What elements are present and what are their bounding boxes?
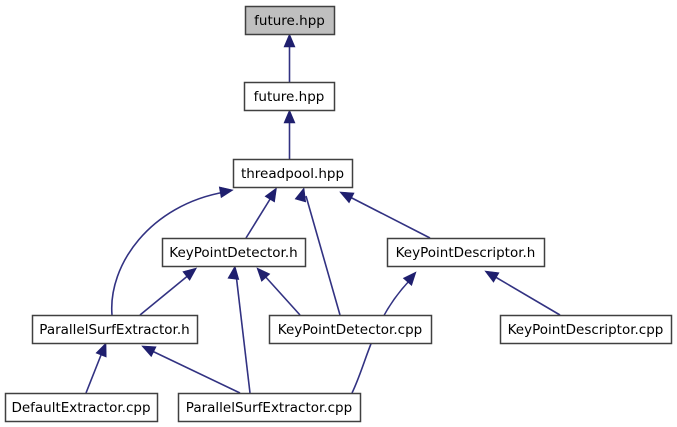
node-box-keypointdescriptor_h[interactable] xyxy=(386,237,546,268)
node-box-future_hpp_2[interactable] xyxy=(243,81,336,112)
arrowhead-keypointdescriptor_h-to-threadpool_hpp xyxy=(339,191,355,204)
edges-layer xyxy=(85,33,561,394)
node-box-defaultextractor_cpp[interactable] xyxy=(4,392,159,423)
node-box-keypointdescriptor_cpp[interactable] xyxy=(499,314,673,345)
node-label-future_hpp_2: future.hpp xyxy=(254,89,325,105)
node-label-parallelsurfextractor_h: ParallelSurfExtractor.h xyxy=(39,322,189,338)
edge-keypointdescriptor_cpp-to-keypointdescriptor_h xyxy=(491,274,561,316)
node-label-keypointdescriptor_cpp: KeyPointDescriptor.cpp xyxy=(508,322,664,338)
edge-keypointdetector_h-to-threadpool_hpp xyxy=(245,195,273,239)
node-future_hpp_root[interactable]: future.hpp xyxy=(244,5,336,36)
node-box-keypointdetector_h[interactable] xyxy=(161,237,307,268)
node-keypointdetector_cpp[interactable]: KeyPointDetector.cpp xyxy=(268,314,433,345)
node-box-future_hpp_root[interactable] xyxy=(244,5,336,36)
arrowhead-threadpool_hpp-to-future_hpp_2 xyxy=(283,109,296,124)
node-box-parallelsurfextractor_h[interactable] xyxy=(31,314,199,345)
node-label-keypointdetector_cpp: KeyPointDetector.cpp xyxy=(278,322,422,338)
node-label-future_hpp_root: future.hpp xyxy=(254,13,325,29)
arrowhead-parallelsurfextractor_cpp-to-keypointdescriptor_h xyxy=(402,271,417,286)
arrowhead-keypointdetector_h-to-threadpool_hpp xyxy=(264,187,277,203)
edge-defaultextractor_cpp-to-parallelsurfextractor_h xyxy=(85,349,104,394)
arrowhead-parallelsurfextractor_cpp-to-parallelsurfextractor_h xyxy=(141,345,157,358)
edge-parallelsurfextractor_h-to-threadpool_hpp xyxy=(111,191,226,316)
edge-keypointdetector_cpp-to-threadpool_hpp xyxy=(305,195,341,316)
arrowhead-parallelsurfextractor_h-to-threadpool_hpp xyxy=(218,186,234,199)
arrowhead-defaultextractor_cpp-to-parallelsurfextractor_h xyxy=(95,342,107,358)
edge-parallelsurfextractor_cpp-to-parallelsurfextractor_h xyxy=(149,349,241,394)
node-keypointdetector_h[interactable]: KeyPointDetector.h xyxy=(161,237,307,268)
nodes-layer: future.hpp future.hpp threadpool.hppKeyPoi… xyxy=(4,5,673,423)
arrowhead-keypointdetector_cpp-to-threadpool_hpp xyxy=(294,187,307,203)
node-label-defaultextractor_cpp: DefaultExtractor.cpp xyxy=(11,400,150,416)
node-defaultextractor_cpp[interactable]: DefaultExtractor.cpp xyxy=(4,392,159,423)
node-threadpool_hpp[interactable]: threadpool.hpp xyxy=(232,158,354,189)
node-keypointdescriptor_h[interactable]: KeyPointDescriptor.h xyxy=(386,237,546,268)
node-parallelsurfextractor_cpp[interactable]: ParallelSurfExtractor.cpp xyxy=(177,392,362,423)
node-label-keypointdetector_h: KeyPointDetector.h xyxy=(169,245,297,261)
node-label-keypointdescriptor_h: KeyPointDescriptor.h xyxy=(396,245,536,261)
node-box-threadpool_hpp[interactable] xyxy=(232,158,354,189)
arrowhead-keypointdescriptor_cpp-to-keypointdescriptor_h xyxy=(484,270,500,283)
node-keypointdescriptor_cpp[interactable]: KeyPointDescriptor.cpp xyxy=(499,314,673,345)
arrowhead-future_hpp_2-to-future_hpp_root xyxy=(283,33,296,48)
edge-parallelsurfextractor_h-to-keypointdetector_h xyxy=(139,273,191,316)
node-label-threadpool_hpp: threadpool.hpp xyxy=(241,166,344,182)
arrowhead-keypointdetector_cpp-to-keypointdetector_h xyxy=(256,267,271,282)
node-parallelsurfextractor_h[interactable]: ParallelSurfExtractor.h xyxy=(31,314,199,345)
node-box-parallelsurfextractor_cpp[interactable] xyxy=(177,392,362,423)
arrowhead-parallelsurfextractor_cpp-to-keypointdetector_h xyxy=(227,265,240,280)
arrowhead-parallelsurfextractor_h-to-keypointdetector_h xyxy=(182,267,198,281)
node-future_hpp_2[interactable]: future.hpp xyxy=(243,81,336,112)
node-box-keypointdetector_cpp[interactable] xyxy=(268,314,433,345)
edge-keypointdescriptor_h-to-threadpool_hpp xyxy=(347,195,431,239)
node-label-parallelsurfextractor_cpp: ParallelSurfExtractor.cpp xyxy=(186,400,352,416)
edge-keypointdetector_cpp-to-keypointdetector_h xyxy=(262,273,301,316)
edge-parallelsurfextractor_cpp-to-keypointdetector_h xyxy=(235,273,251,394)
